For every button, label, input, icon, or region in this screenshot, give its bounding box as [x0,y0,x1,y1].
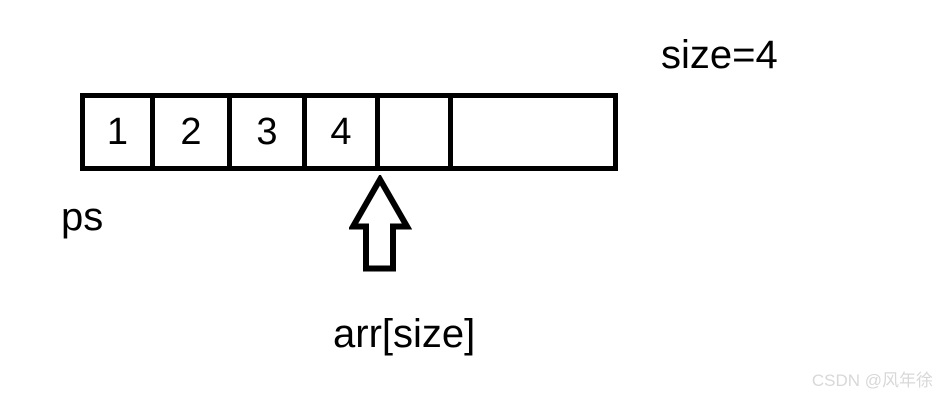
arr-size-label: arr[size] [333,312,476,356]
array-cell-value: 1 [106,110,129,153]
array-cell-1: 2 [155,98,232,166]
array-cell-value: 3 [256,110,278,153]
csdn-watermark: CSDN @风年徐 [811,371,933,390]
size-annotation: size=4 [661,33,778,77]
array-box: 1 2 3 4 [80,93,618,171]
array-cell-2: 3 [232,98,307,166]
array-cell-5 [453,98,613,166]
ps-pointer-label: ps [61,195,104,239]
array-cell-value: 4 [330,110,352,153]
array-cell-0: 1 [85,98,155,166]
array-cell-3: 4 [307,98,380,166]
array-cell-value: 2 [180,110,202,153]
up-arrow-icon [349,175,412,272]
array-cell-4 [380,98,453,166]
